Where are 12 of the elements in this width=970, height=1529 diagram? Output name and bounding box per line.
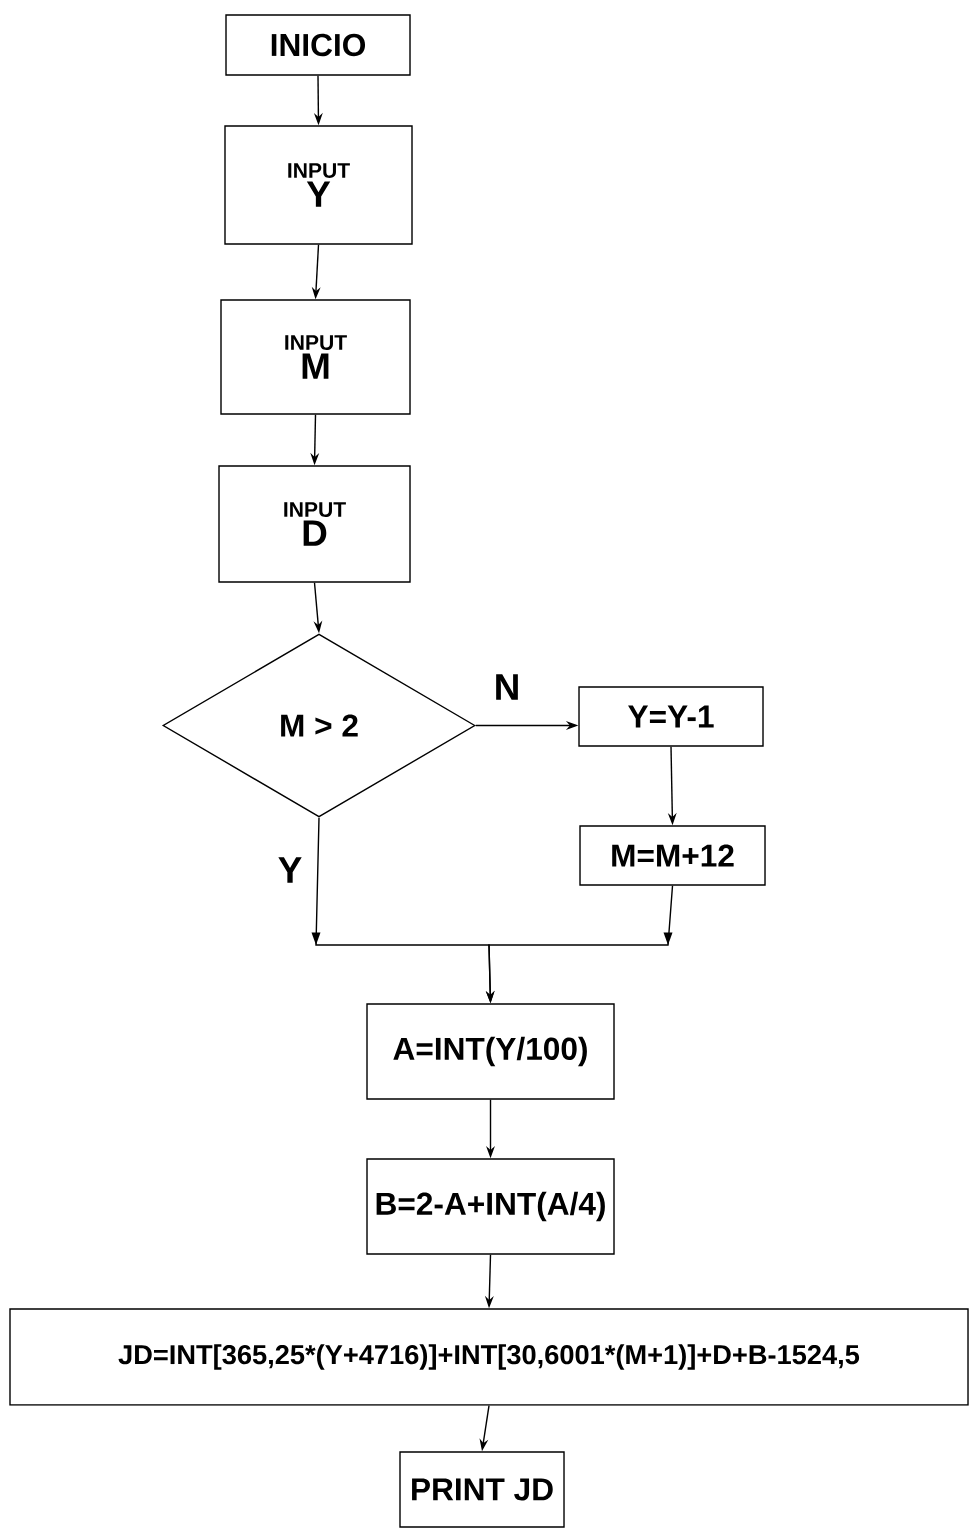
process-box: A=INT(Y/100) bbox=[366, 1003, 615, 1100]
process-box: PRINT JD bbox=[399, 1451, 565, 1528]
process-box: INPUT Y bbox=[224, 125, 413, 245]
process-box: INPUT D bbox=[218, 465, 411, 583]
process-box: M=M+12 bbox=[579, 825, 766, 886]
process-box: B=2-A+INT(A/4) bbox=[366, 1158, 615, 1255]
process-box: JD=INT[365,25*(Y+4716)]+INT[30,6001*(M+1)]+D+B-1524,5 bbox=[9, 1308, 969, 1406]
edge-label: Y bbox=[278, 857, 302, 883]
process-box: INICIO bbox=[225, 14, 411, 76]
edge-label: N bbox=[496, 674, 518, 700]
process-box: Y=Y-1 bbox=[578, 686, 764, 747]
process-box: INPUT M bbox=[220, 299, 411, 415]
